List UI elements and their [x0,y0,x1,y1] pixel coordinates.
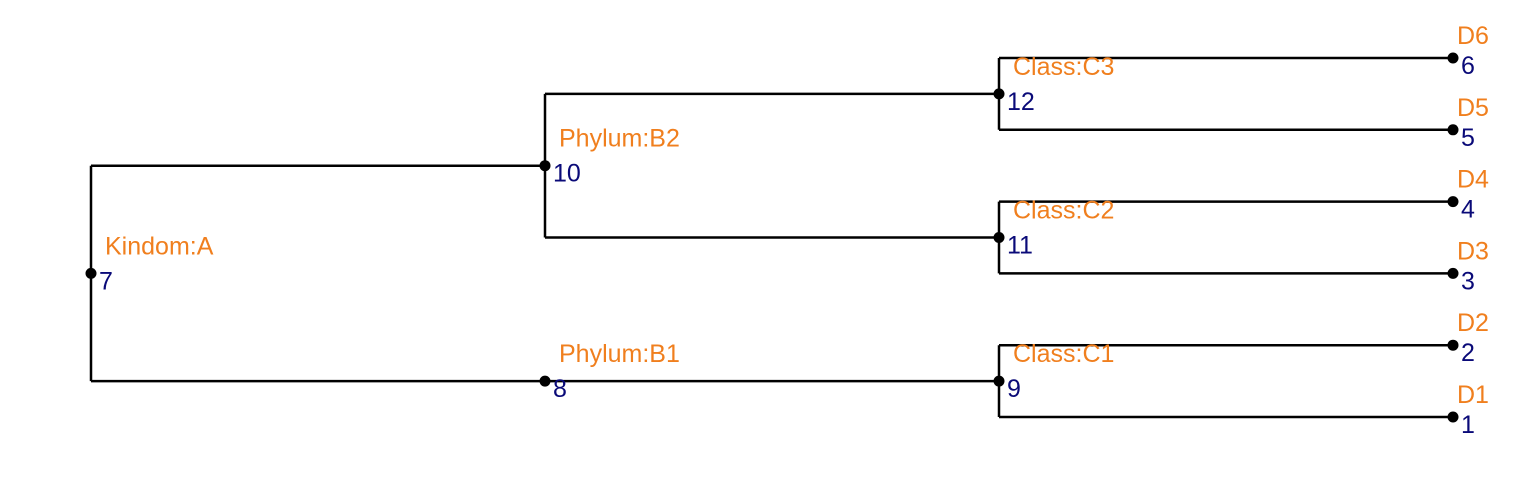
node-dot-2 [1447,339,1459,351]
node-number-4: 4 [1461,196,1475,224]
node-dot-1 [1447,411,1459,423]
tree-node-4: D44 [1447,166,1489,224]
tree-node-6: D66 [1447,22,1489,80]
tree-node-3: D33 [1447,237,1489,295]
node-label-2: D2 [1457,309,1489,337]
node-dot-6 [1447,52,1459,64]
node-dot-10 [539,160,551,172]
node-number-10: 10 [553,160,581,188]
tree-node-2: D22 [1447,309,1489,367]
tree-node-8: Phylum:B1 8 [539,340,680,403]
tree-node-1: D11 [1447,381,1489,439]
node-dot-11 [993,232,1005,243]
node-label-3: D3 [1457,237,1489,265]
node-number-12: 12 [1007,88,1035,116]
node-label-7: Kindom:A [105,232,214,260]
node-dot-5 [1447,124,1459,136]
node-label-4: D4 [1457,166,1489,194]
node-dot-3 [1447,267,1459,279]
tree-node-10: Phylum:B2 10 [539,125,680,188]
tree-edges [89,56,1453,419]
node-label-10: Phylum:B2 [559,125,680,153]
tree-node-9: Class:C1 9 [993,340,1114,403]
node-label-11: Class:C2 [1013,197,1114,225]
node-dot-4 [1447,196,1459,208]
node-label-5: D5 [1457,94,1489,122]
tree-node-7: Kindom:A 7 [85,232,214,295]
node-dot-9 [993,375,1005,387]
node-number-3: 3 [1461,267,1475,295]
node-dot-12 [993,88,1005,100]
node-number-7: 7 [99,267,113,295]
tree-node-12: Class:C3 12 [993,53,1114,116]
node-label-6: D6 [1457,22,1489,50]
node-number-9: 9 [1007,375,1021,403]
node-label-8: Phylum:B1 [559,340,680,368]
node-number-8: 8 [553,375,567,403]
tree-node-11: Class:C2 11 [993,197,1114,260]
node-dot-8 [539,375,551,387]
node-label-9: Class:C1 [1013,340,1114,368]
tree-node-5: D55 [1447,94,1489,152]
node-number-11: 11 [1007,232,1033,260]
node-number-1: 1 [1461,411,1475,439]
node-number-5: 5 [1461,124,1475,152]
node-dot-7 [85,267,97,279]
node-label-1: D1 [1457,381,1489,409]
node-label-12: Class:C3 [1013,53,1114,81]
node-number-2: 2 [1461,339,1475,367]
node-number-6: 6 [1461,52,1475,80]
